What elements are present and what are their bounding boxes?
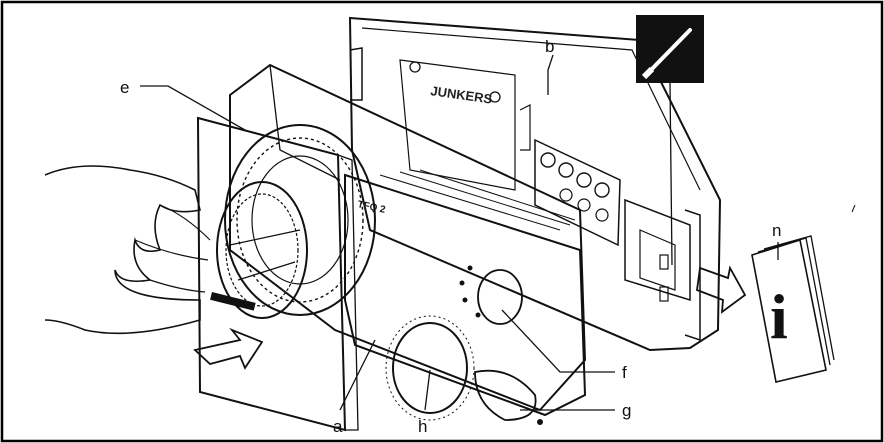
time-clock-dial bbox=[224, 124, 376, 316]
thermostat-body: TFQ 2 bbox=[224, 63, 587, 425]
arrow-left-down bbox=[193, 327, 264, 370]
callout-n: n bbox=[772, 221, 781, 240]
callout-h: h bbox=[418, 417, 427, 436]
callout-a: a bbox=[333, 417, 343, 436]
leader-lines bbox=[140, 54, 779, 411]
hand-illustration bbox=[44, 165, 211, 335]
selector-knob bbox=[459, 265, 523, 325]
callout-b: b bbox=[545, 37, 554, 56]
callout-g: g bbox=[622, 401, 631, 420]
arrow-right-down bbox=[696, 265, 747, 314]
tool-symbol bbox=[636, 15, 704, 83]
setback-knob bbox=[474, 369, 537, 421]
tick-mark bbox=[851, 204, 856, 213]
info-icon: i bbox=[770, 281, 788, 352]
info-booklet: i bbox=[751, 235, 835, 383]
temperature-dial bbox=[385, 315, 475, 421]
callout-e: e bbox=[120, 78, 129, 97]
terminal-block bbox=[534, 138, 621, 247]
callout-f: f bbox=[622, 363, 627, 382]
